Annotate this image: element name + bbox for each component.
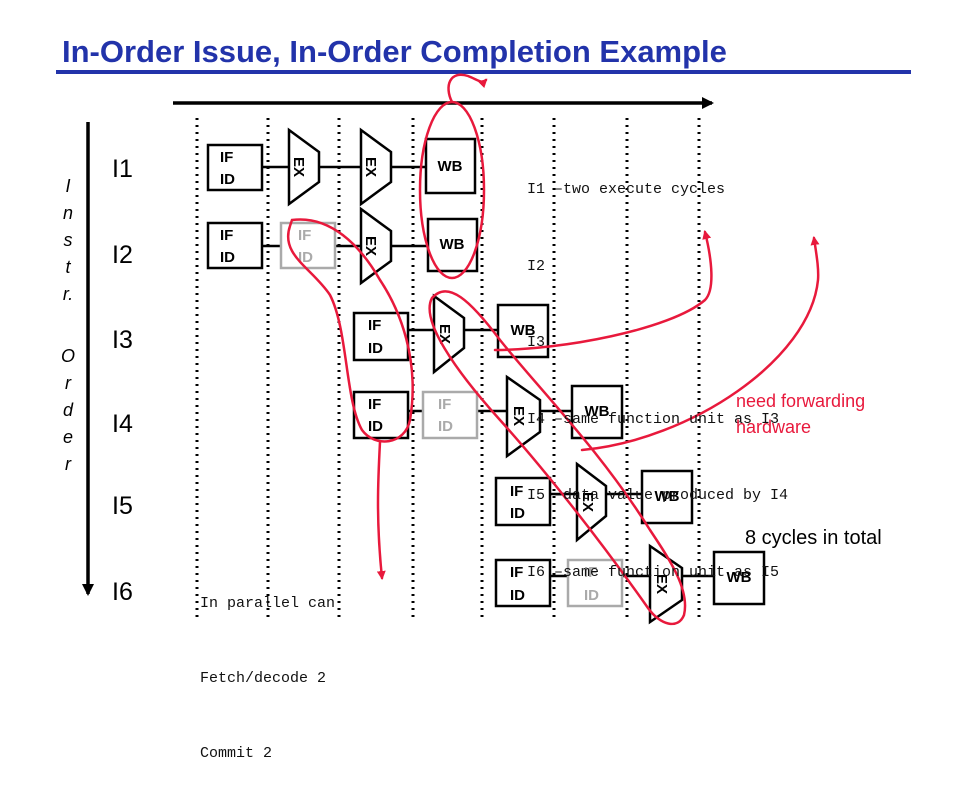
ex-stage	[359, 127, 393, 207]
ifid-stage	[494, 476, 552, 527]
ifid-label-id: ID	[510, 587, 525, 604]
axis-letter: n	[62, 203, 73, 223]
pipeline-row-i6: IF ID IF ID EX WB	[494, 543, 766, 625]
wb-label: WB	[511, 322, 536, 339]
axis-letter: t	[65, 257, 71, 277]
note-line: I1 –two execute cycles	[527, 181, 726, 198]
ifid-stage	[206, 143, 264, 192]
ex-label: EX	[510, 406, 527, 426]
wb-label: WB	[438, 158, 463, 175]
instruction-label-i2: I2	[112, 241, 133, 269]
note-line: need forwarding	[736, 391, 866, 411]
wb-stage	[640, 469, 694, 525]
axis-letter: I	[65, 176, 71, 196]
ifid-label-id: ID	[220, 171, 235, 188]
ex-label: EX	[362, 236, 379, 256]
axis-letter: d	[62, 400, 73, 420]
pipeline-row-i1: IF ID EX EX WB	[206, 127, 477, 207]
note-line: Fetch/decode 2	[200, 670, 327, 687]
ifid-stage	[352, 311, 410, 362]
axis-letter: e	[62, 427, 73, 447]
instruction-label-i3: I3	[112, 326, 133, 354]
instruction-label-i6: I6	[112, 578, 133, 606]
pipeline-row-i2: IF ID IF ID EX WB	[206, 206, 479, 286]
note-line: hardware	[736, 417, 812, 437]
ex-stage	[287, 127, 321, 207]
ifid-label-if: IF	[510, 564, 523, 581]
axis-letter: O	[60, 346, 75, 366]
ex-label: EX	[653, 574, 670, 594]
stall-label-id: ID	[584, 587, 599, 604]
parallel-notes: In parallel can Fetch/decode 2 Commit 2	[200, 541, 335, 791]
axis-letter: r	[65, 373, 71, 393]
note-line: I3	[527, 334, 546, 351]
note-line: I5 –data value produced by I4	[527, 487, 789, 504]
stall-label-id: ID	[298, 249, 313, 266]
instruction-label-i4: I4	[112, 410, 133, 438]
ifid-column-loop	[286, 218, 414, 443]
ifid-label-if: IF	[368, 396, 381, 413]
stall-label-id: ID	[438, 418, 453, 435]
note-line: I6 –same function unit as I5	[527, 563, 780, 581]
red-annotations	[286, 73, 820, 626]
stall-label-if: IF	[438, 396, 451, 413]
axis-letter: r.	[62, 284, 74, 304]
total-cycles-note: 8 cycles in total	[745, 527, 882, 549]
wb-label: WB	[440, 236, 465, 253]
ifid-stage	[206, 221, 264, 270]
note-line: Commit 2	[200, 745, 273, 762]
ex-label: EX	[290, 157, 307, 177]
slide-title: In-Order Issue, In-Order Completion Exam…	[62, 34, 727, 69]
ifid-label-if: IF	[220, 227, 233, 244]
i4-forward-arrow	[493, 230, 713, 352]
ifid-label-id: ID	[510, 505, 525, 522]
instruction-label-i5: I5	[112, 492, 133, 520]
i5-forward-arrow	[580, 236, 820, 452]
wb-stage	[570, 384, 624, 440]
fetch-decode-arrow	[376, 440, 386, 580]
wb-stage	[712, 550, 766, 606]
instruction-label-i1: I1	[112, 155, 133, 183]
ex-stage	[648, 543, 684, 625]
title-underline	[56, 70, 911, 74]
ex-label: EX	[579, 492, 596, 512]
stall-label-if: IF	[298, 227, 311, 244]
ifid-label-id: ID	[220, 249, 235, 266]
ifid-label-if: IF	[220, 149, 233, 166]
ifid-label-id: ID	[368, 418, 383, 435]
ifid-label-if: IF	[368, 317, 381, 334]
wb-stage	[424, 137, 477, 195]
ifid-label-if: IF	[510, 483, 523, 500]
wb-label: WB	[655, 488, 680, 505]
axis-letter: s	[63, 230, 73, 250]
note-line: I4 –same function unit as I3	[527, 410, 780, 428]
ifid-label-id: ID	[368, 340, 383, 357]
axis-letter: r	[65, 454, 71, 474]
pipeline-diagram: IF ID EX EX WB IF ID IF ID EX WB IF ID E…	[82, 73, 820, 626]
ex-stage	[432, 293, 466, 375]
ex-diagonal-loop	[428, 290, 687, 626]
stall-stage	[421, 390, 479, 440]
stall-stage	[566, 558, 624, 608]
instruction-notes: I1 –two execute cycles I2 I3 I4 –same fu…	[527, 126, 788, 611]
ellipse-to-title-arrow	[447, 73, 488, 104]
ex-label: EX	[362, 157, 379, 177]
ifid-stage	[494, 558, 552, 608]
note-line: I2	[527, 257, 546, 275]
wb-label: WB	[585, 403, 610, 420]
wb-label: WB	[727, 569, 752, 586]
note-line: In parallel can	[200, 595, 336, 612]
ex-stage	[359, 206, 393, 286]
forwarding-note: need forwarding hardware	[736, 388, 865, 440]
ex-label: EX	[436, 324, 453, 344]
stall-label-if: IF	[584, 564, 597, 581]
